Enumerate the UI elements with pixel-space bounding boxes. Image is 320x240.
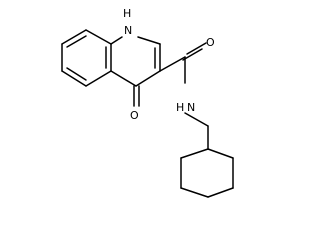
atom-label-h-amide: H — [176, 101, 184, 114]
cyclopentane-ring — [180, 148, 234, 198]
structure-svg: H N O O N H — [61, 7, 234, 198]
bond — [180, 187, 209, 198]
ketone-group — [133, 85, 140, 107]
atom-label-n-ring: N — [124, 24, 132, 37]
bond-double-inner — [66, 35, 87, 48]
bond — [85, 29, 112, 45]
pyridinone-ring — [110, 36, 161, 87]
bond — [180, 148, 209, 159]
bond — [135, 70, 161, 87]
atom-label-o-amide: O — [206, 36, 215, 49]
bond — [61, 70, 87, 87]
amide-group — [159, 42, 209, 150]
bond — [207, 148, 234, 159]
bond — [85, 70, 112, 87]
bond — [182, 48, 203, 61]
bond — [207, 187, 234, 198]
bond-double-inner — [66, 67, 87, 81]
bond — [110, 36, 123, 45]
bond — [61, 29, 87, 45]
atom-label-n-amide: N — [187, 101, 195, 114]
benzene-ring — [61, 29, 112, 87]
bond — [110, 70, 137, 87]
molecule-diagram: H N O O N H — [61, 7, 234, 198]
bond — [159, 56, 186, 72]
atom-label-o-ketone: O — [130, 109, 139, 122]
bond — [186, 42, 207, 55]
bond — [137, 36, 161, 45]
bond — [184, 112, 209, 127]
atom-label-h-ring: H — [123, 7, 131, 20]
